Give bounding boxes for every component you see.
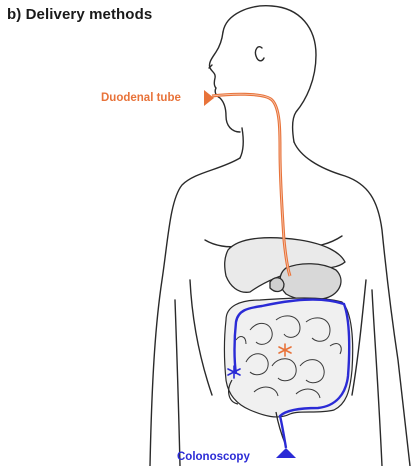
duodenal-marker-icon	[204, 90, 214, 106]
duodenal-tube-label: Duodenal tube	[101, 92, 181, 104]
colonoscopy-marker-icon	[276, 448, 296, 458]
torso-right-side	[352, 280, 366, 395]
head-outline	[223, 6, 316, 142]
intestines	[225, 298, 353, 446]
ear	[255, 47, 264, 61]
colonoscopy-label: Colonoscopy	[177, 451, 250, 463]
gallbladder	[270, 278, 284, 292]
neck-left	[240, 128, 243, 158]
right-inner-arm	[372, 290, 382, 466]
torso-left-side	[190, 280, 212, 395]
left-inner-arm	[175, 300, 180, 466]
left-shoulder-arm	[150, 158, 240, 466]
face-profile	[209, 32, 240, 132]
